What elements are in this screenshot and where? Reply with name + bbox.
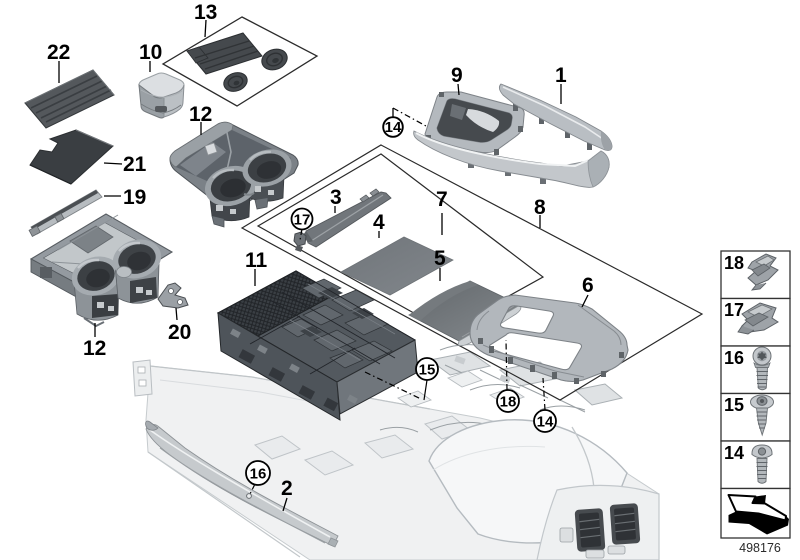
svg-text:18: 18 xyxy=(500,394,517,411)
svg-text:9: 9 xyxy=(451,64,463,87)
svg-text:14: 14 xyxy=(724,443,744,463)
svg-text:1: 1 xyxy=(555,64,567,87)
svg-text:10: 10 xyxy=(139,41,162,64)
svg-text:21: 21 xyxy=(123,153,147,176)
svg-text:13: 13 xyxy=(194,1,217,24)
svg-text:8: 8 xyxy=(534,196,546,219)
svg-text:17: 17 xyxy=(294,212,311,229)
svg-text:7: 7 xyxy=(436,188,448,211)
svg-text:16: 16 xyxy=(724,348,744,368)
svg-text:16: 16 xyxy=(250,466,267,483)
svg-text:14: 14 xyxy=(385,119,402,136)
svg-text:4: 4 xyxy=(373,211,385,234)
svg-text:12: 12 xyxy=(83,337,106,360)
svg-text:11: 11 xyxy=(245,249,268,272)
svg-text:19: 19 xyxy=(123,186,146,209)
svg-text:20: 20 xyxy=(168,321,191,344)
svg-text:2: 2 xyxy=(281,477,293,500)
svg-text:498176: 498176 xyxy=(739,541,781,555)
svg-text:6: 6 xyxy=(582,274,594,297)
svg-text:22: 22 xyxy=(47,41,70,64)
svg-text:14: 14 xyxy=(537,414,554,431)
svg-text:17: 17 xyxy=(724,300,744,320)
svg-text:15: 15 xyxy=(724,395,744,415)
svg-text:18: 18 xyxy=(724,253,744,273)
svg-text:5: 5 xyxy=(434,247,446,270)
svg-text:3: 3 xyxy=(330,186,342,209)
svg-text:15: 15 xyxy=(419,362,436,379)
svg-text:12: 12 xyxy=(189,103,212,126)
